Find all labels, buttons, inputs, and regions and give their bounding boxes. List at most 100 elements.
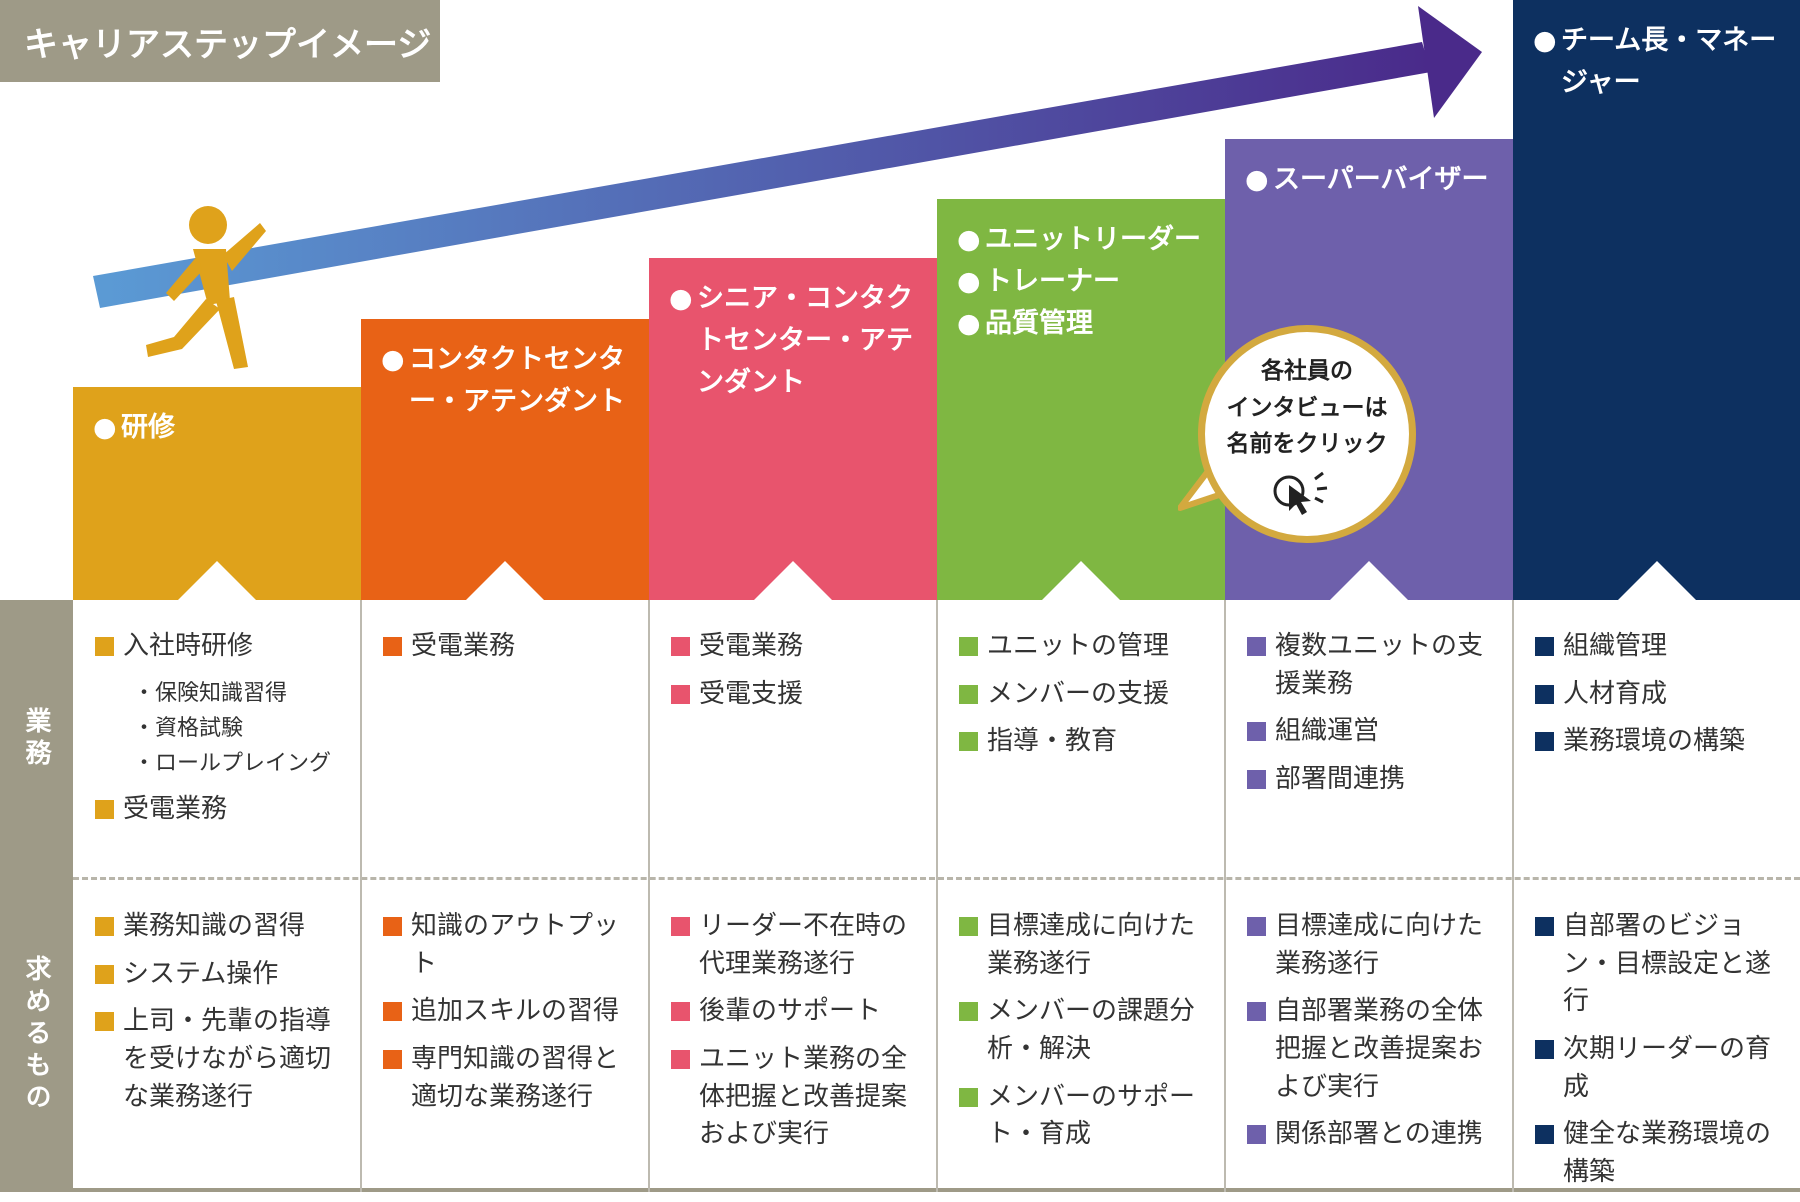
list-item: 業務環境の構築: [1535, 723, 1786, 761]
duties-cell-unit-leader: ユニットの管理 メンバーの支援 指導・教育: [937, 600, 1225, 771]
list-item: 業務知識の習得: [95, 908, 347, 946]
step-title[interactable]: シニア・コンタクトセンター・アテンダント: [697, 283, 913, 398]
step-column-training[interactable]: ●研修: [73, 387, 361, 601]
list-item: 受電業務: [383, 628, 635, 666]
list-item: 組織管理: [1535, 628, 1786, 666]
square-bullet-icon: [95, 1012, 114, 1032]
list-item: 人材育成: [1535, 676, 1786, 714]
career-growth-arrow: [93, 6, 1482, 308]
list-item: ユニットの管理: [959, 628, 1211, 666]
list-item: ユニット業務の全体把握と改善提案および実行: [671, 1041, 923, 1154]
duties-cell-senior-attendant: 受電業務 受電支援: [649, 600, 937, 723]
square-bullet-icon: [1535, 732, 1554, 752]
step-title[interactable]: コンタクトセンター・アテンダント: [409, 344, 625, 417]
bullet-dot-icon: ●: [381, 344, 405, 375]
column-divider: [1512, 600, 1514, 1192]
notch-triangle-icon: [1329, 561, 1409, 601]
square-bullet-icon: [671, 637, 690, 656]
step-column-team-manager[interactable]: ●チーム長・マネージャー: [1513, 0, 1800, 601]
list-item: 次期リーダーの育成: [1535, 1031, 1786, 1106]
square-bullet-icon: [959, 917, 978, 936]
list-item: 部署間連携: [1247, 761, 1499, 799]
list-item: 目標達成に向けた業務遂行: [1247, 908, 1499, 983]
requirements-cell-training: 業務知識の習得 システム操作 上司・先輩の指導を受けながら適切な業務遂行: [73, 880, 361, 1126]
requirements-cell-supervisor: 目標達成に向けた業務遂行 自部署業務の全体把握と改善提案および実行 関係部署との…: [1225, 880, 1513, 1164]
square-bullet-icon: [383, 637, 402, 656]
square-bullet-icon: [383, 917, 402, 936]
column-divider: [648, 600, 650, 1192]
list-item: 指導・教育: [959, 723, 1211, 761]
list-item: 後輩のサポート: [671, 993, 923, 1031]
list-item: 受電業務: [95, 791, 347, 829]
bullet-dot-icon: ●: [1245, 164, 1269, 195]
step-titles: ●研修: [93, 407, 341, 449]
list-item: 専門知識の習得と適切な業務遂行: [383, 1041, 635, 1116]
square-bullet-icon: [959, 732, 978, 752]
requirements-cell-unit-leader: 目標達成に向けた業務遂行 メンバーの課題分析・解決 メンバーのサポート・育成: [937, 880, 1225, 1164]
duties-cell-training: 入社時研修 ・保険知識習得 ・資格試験 ・ロールプレイング 受電業務: [73, 600, 361, 839]
square-bullet-icon: [95, 917, 114, 936]
square-bullet-icon: [959, 1087, 978, 1107]
bullet-dot-icon: ●: [93, 412, 117, 443]
square-bullet-icon: [383, 1002, 402, 1022]
bullet-dot-icon: ●: [957, 265, 981, 297]
list-item: メンバーの支援: [959, 676, 1211, 714]
step-title[interactable]: チーム長・マネージャー: [1561, 25, 1777, 98]
square-bullet-icon: [95, 637, 114, 656]
duties-cell-team-manager: 組織管理 人材育成 業務環境の構築: [1513, 600, 1800, 771]
step-title[interactable]: スーパーバイザー: [1273, 164, 1489, 195]
square-bullet-icon: [1247, 1002, 1266, 1022]
bullet-dot-icon: ●: [669, 283, 693, 314]
square-bullet-icon: [1535, 1125, 1554, 1145]
square-bullet-icon: [1535, 1040, 1554, 1060]
square-bullet-icon: [1247, 1125, 1266, 1145]
step-titles: ●チーム長・マネージャー: [1533, 20, 1780, 104]
bullet-dot-icon: ●: [957, 224, 981, 255]
requirements-row-label: 求めるもの: [0, 877, 73, 1192]
square-bullet-icon: [671, 684, 690, 704]
sub-list: ・保険知識習得 ・資格試験 ・ロールプレイング: [133, 680, 332, 777]
list-item: 追加スキルの習得: [383, 993, 635, 1031]
step-title[interactable]: 品質管理: [985, 307, 1093, 339]
list-item: 受電支援: [671, 676, 923, 714]
callout-line: インタビューは: [1226, 394, 1388, 421]
square-bullet-icon: [1247, 770, 1266, 790]
step-titles: ●シニア・コンタクトセンター・アテンダント: [669, 278, 917, 404]
list-item: 目標達成に向けた業務遂行: [959, 908, 1211, 983]
step-titles: ●ユニットリーダー ●トレーナー ●品質管理: [957, 219, 1205, 345]
column-divider: [360, 600, 362, 1192]
list-item: 自部署業務の全体把握と改善提案および実行: [1247, 993, 1499, 1106]
list-item: リーダー不在時の代理業務遂行: [671, 908, 923, 983]
list-item: 上司・先輩の指導を受けながら適切な業務遂行: [95, 1003, 347, 1116]
list-item: メンバーのサポート・育成: [959, 1079, 1211, 1154]
requirements-cell-senior-attendant: リーダー不在時の代理業務遂行 後輩のサポート ユニット業務の全体把握と改善提案お…: [649, 880, 937, 1164]
step-column-attendant[interactable]: ●コンタクトセンター・アテンダント: [361, 319, 649, 601]
duties-row-label: 業務: [0, 600, 73, 877]
square-bullet-icon: [671, 917, 690, 936]
step-title[interactable]: トレーナー: [985, 265, 1120, 297]
square-bullet-icon: [671, 1002, 690, 1022]
notch-triangle-icon: [177, 561, 257, 601]
requirements-cell-attendant: 知識のアウトプット 追加スキルの習得 専門知識の習得と適切な業務遂行: [361, 880, 649, 1126]
square-bullet-icon: [95, 964, 114, 984]
step-title[interactable]: ユニットリーダー: [985, 224, 1201, 255]
cursor-click-icon: [1273, 471, 1328, 516]
callout-line: 名前をクリック: [1226, 431, 1388, 458]
bullet-dot-icon: ●: [1533, 25, 1557, 56]
square-bullet-icon: [95, 800, 114, 820]
square-bullet-icon: [1535, 684, 1554, 704]
bullet-dot-icon: ●: [957, 307, 981, 339]
step-titles: ●コンタクトセンター・アテンダント: [381, 339, 629, 423]
square-bullet-icon: [1247, 722, 1266, 742]
list-item: 自部署のビジョン・目標設定と遂行: [1535, 908, 1786, 1021]
callout-line: 各社員の: [1261, 357, 1353, 384]
interview-callout[interactable]: 各社員の インタビューは 名前をクリック: [1198, 325, 1416, 543]
list-item: 組織運営: [1247, 713, 1499, 751]
step-column-unit-leader[interactable]: ●ユニットリーダー ●トレーナー ●品質管理: [937, 199, 1225, 601]
step-column-senior-attendant[interactable]: ●シニア・コンタクトセンター・アテンダント: [649, 258, 937, 601]
square-bullet-icon: [959, 684, 978, 704]
list-item: システム操作: [95, 956, 347, 994]
square-bullet-icon: [671, 1050, 690, 1070]
list-item: 健全な業務環境の構築: [1535, 1116, 1786, 1191]
step-title[interactable]: 研修: [121, 412, 175, 443]
